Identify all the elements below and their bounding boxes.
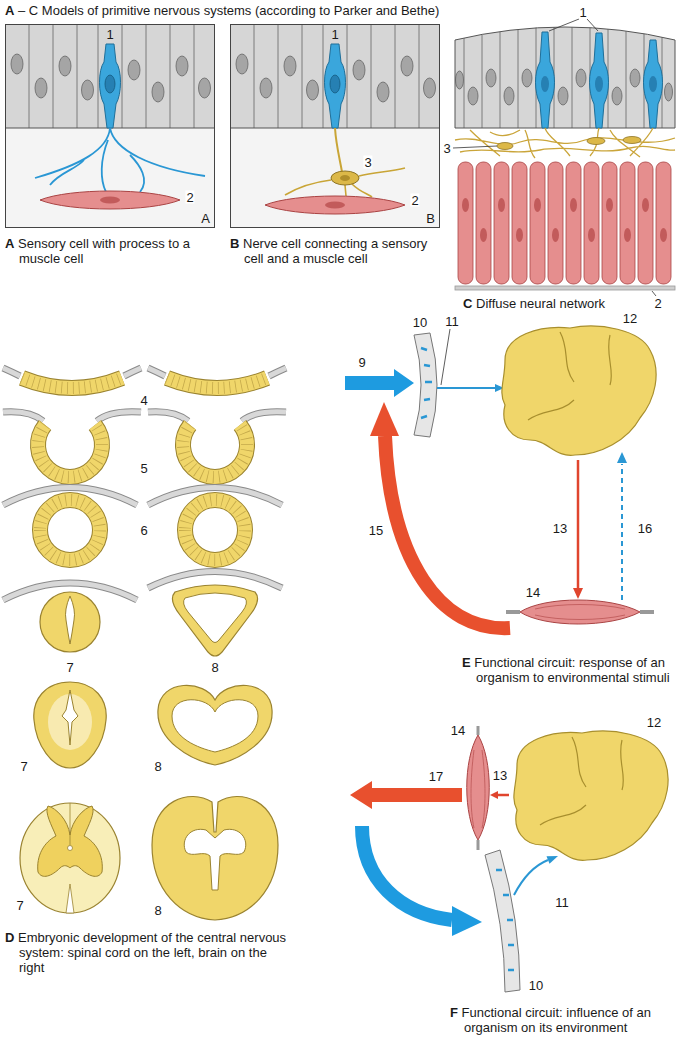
callout-number: 14	[450, 724, 466, 737]
callout-number: 15	[368, 524, 384, 537]
callout-number: 17	[428, 770, 444, 783]
callout-number: 11	[554, 896, 570, 909]
callout-number: 1	[105, 28, 114, 41]
callout-number: 8	[210, 661, 219, 674]
callout-number: 13	[492, 769, 508, 782]
callout-number: 3	[363, 156, 372, 169]
figure-caption: E Functional circuit: response of an org…	[462, 655, 677, 685]
figure-caption: F Functional circuit: influence of an or…	[450, 1005, 676, 1035]
callout-number: 6	[139, 524, 148, 537]
panel-f-illustration	[350, 726, 668, 992]
callout-number: 10	[412, 316, 428, 329]
callout-number: 12	[646, 716, 662, 729]
callout-number: 1	[578, 6, 587, 19]
callout-number: 12	[622, 312, 638, 325]
callout-number: 3	[442, 142, 451, 155]
figure-caption: C Diffuse neural network	[463, 296, 648, 311]
panel-e-illustration	[345, 326, 656, 628]
panel-d-illustration	[3, 368, 286, 920]
callout-number: 2	[653, 297, 662, 310]
figure-title: A – C Models of primitive nervous system…	[5, 3, 439, 18]
callout-number: 7	[19, 760, 28, 773]
panel-letter: A	[201, 212, 210, 226]
callout-number: 7	[15, 899, 24, 912]
callout-number: 1	[330, 28, 339, 41]
callout-number: 8	[153, 904, 162, 917]
callout-number: 10	[528, 979, 544, 992]
panel-letter: B	[426, 212, 435, 226]
figure-caption: B Nerve cell connecting a sensory cell a…	[230, 236, 440, 266]
panel-c-illustration	[453, 10, 675, 296]
panel-a-illustration	[5, 24, 215, 228]
callout-number: 2	[410, 194, 419, 207]
callout-number: 2	[185, 191, 194, 204]
figure-caption: A Sensory cell with process to a muscle …	[5, 236, 215, 266]
panel-frame: B	[230, 24, 440, 228]
callout-number: 14	[525, 586, 541, 599]
panel-b-illustration	[230, 24, 440, 228]
callout-number: 13	[552, 522, 568, 535]
callout-number: 11	[444, 315, 460, 328]
callout-number: 16	[637, 522, 653, 535]
callout-number: 9	[357, 356, 366, 369]
callout-number: 4	[139, 394, 148, 407]
panel-frame: A	[5, 24, 215, 228]
figure-caption: D Embryonic development of the central n…	[5, 930, 295, 975]
callout-number: 8	[153, 760, 162, 773]
callout-number: 7	[65, 661, 74, 674]
callout-number: 5	[139, 462, 148, 475]
